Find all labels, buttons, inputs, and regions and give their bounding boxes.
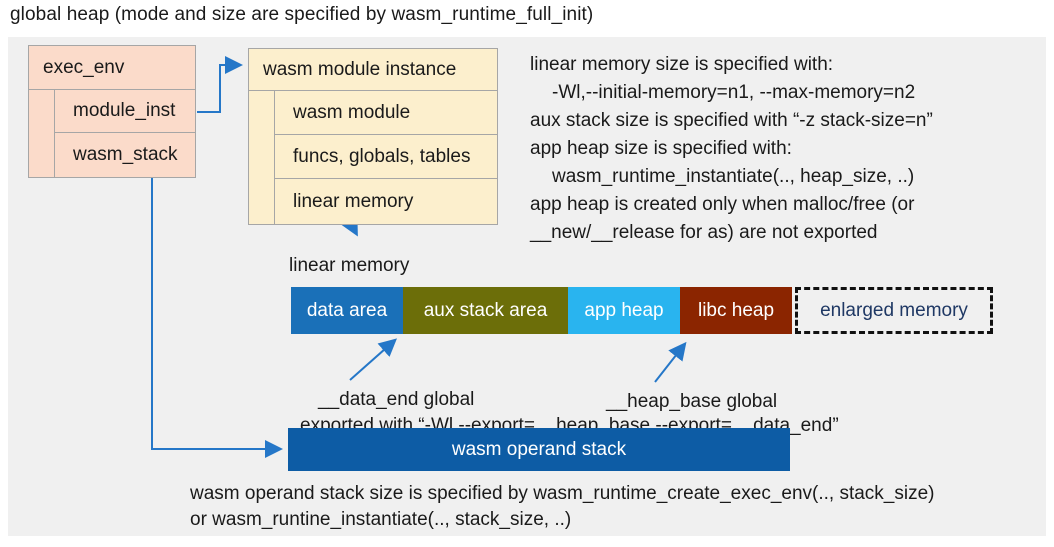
segment-data-area: data area [291, 287, 403, 334]
note-line: linear memory size is specified with: [530, 54, 834, 75]
note-line: app heap is created only when malloc/fre… [530, 194, 915, 215]
data-end-global-label: __data_end global [318, 389, 475, 410]
arrow-module-inst-to-instance [197, 56, 243, 113]
instance-row-funcs-globals-tables: funcs, globals, tables [274, 135, 497, 179]
module-instance-box: wasm module instance wasm module funcs, … [248, 48, 498, 225]
footer-notes: wasm operand stack size is specified by … [190, 481, 935, 533]
note-line: __new/__release for as) are not exported [530, 222, 878, 243]
note-line: aux stack size is specified with “-z sta… [530, 110, 933, 131]
linear-memory-bar: data area aux stack area app heap libc h… [291, 287, 792, 334]
footer-line: wasm operand stack size is specified by … [190, 483, 935, 504]
diagram-panel: exec_env module_inst wasm_stack wasm mod… [8, 37, 1046, 536]
segment-libc-heap: libc heap [680, 287, 792, 334]
segment-enlarged-memory: enlarged memory [795, 287, 993, 334]
wasm-operand-stack-bar: wasm operand stack [288, 428, 790, 471]
instance-row-wasm-module: wasm module [274, 91, 497, 135]
exec-env-header: exec_env [29, 46, 195, 90]
exec-env-row-module-inst: module_inst [54, 90, 195, 133]
exec-env-box: exec_env module_inst wasm_stack [28, 45, 196, 178]
segment-app-heap: app heap [568, 287, 680, 334]
instance-row-linear-memory: linear memory [274, 179, 497, 224]
exec-env-row-wasm-stack: wasm_stack [54, 133, 195, 177]
arrow-heap-base-to-bar [654, 341, 687, 383]
heap-base-global-label: __heap_base global [606, 391, 778, 412]
diagram-title: global heap (mode and size are specified… [10, 4, 594, 25]
note-line: wasm_runtime_instantiate(.., heap_size, … [552, 166, 915, 187]
linear-memory-label: linear memory [289, 255, 410, 276]
module-instance-header: wasm module instance [249, 49, 497, 91]
segment-aux-stack-area: aux stack area [403, 287, 568, 334]
footer-line: or wasm_runtine_instantiate(.., stack_si… [190, 509, 572, 530]
notes-block: linear memory size is specified with: -W… [530, 51, 1035, 247]
arrow-data-end-to-bar [349, 338, 397, 381]
note-line: -Wl,--initial-memory=n1, --max-memory=n2 [552, 82, 916, 103]
note-line: app heap size is specified with: [530, 138, 792, 159]
